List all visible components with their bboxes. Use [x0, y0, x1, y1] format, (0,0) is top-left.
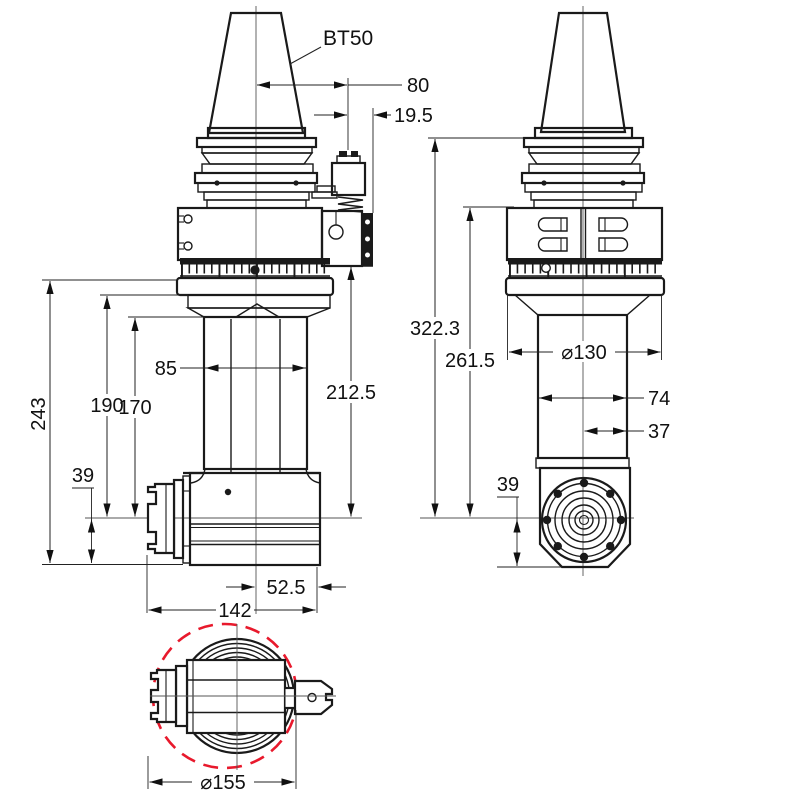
- dim-label-142: 142: [218, 600, 251, 622]
- stop-block-bottom: [285, 679, 334, 716]
- dimensions: BT50 80 19.5 212.5 322.3 261.5 ⌀130 85 1…: [28, 27, 670, 794]
- dim-label-243: 243: [28, 397, 50, 430]
- dim-label-261-5: 261.5: [445, 350, 495, 372]
- dim-label-170: 170: [118, 397, 151, 419]
- dim-label-322-3: 322.3: [410, 318, 460, 340]
- taper-cone-front: [207, 11, 305, 135]
- stop-block-assembly: [311, 151, 373, 268]
- index-hole: [541, 263, 552, 274]
- index-dot: [250, 265, 260, 275]
- dim-label-39-front: 39: [72, 465, 94, 487]
- dim-label-85: 85: [155, 358, 177, 380]
- spring: [337, 196, 364, 213]
- front-view: [146, 11, 373, 567]
- graduated-ring-side: [508, 258, 662, 278]
- dim-label-dia130: ⌀130: [561, 342, 606, 364]
- bottom-plan-view: [149, 622, 336, 770]
- head-front: [182, 468, 322, 567]
- dim-label-212-5: 212.5: [326, 382, 376, 404]
- dim-label-39-side: 39: [497, 474, 519, 496]
- graduated-ring-front: [180, 258, 330, 278]
- housing-hole: [183, 214, 193, 224]
- head-side: [538, 466, 632, 569]
- neck-cylinder-side: [536, 313, 629, 460]
- taper-label: BT50: [323, 27, 373, 50]
- neck-cylinder-front: [202, 315, 309, 471]
- head-body-bottom: [185, 658, 287, 735]
- bolt-circle: [542, 478, 626, 562]
- housing-front: [176, 206, 324, 262]
- taper-cone-side: [539, 11, 627, 134]
- dim-label-74: 74: [648, 388, 670, 410]
- dim-label-52-5: 52.5: [267, 577, 306, 599]
- housing-hole: [183, 241, 193, 251]
- plunger-hole: [328, 224, 344, 240]
- spindle-collar-front: [172, 478, 185, 560]
- dim-label-19-5: 19.5: [394, 105, 433, 127]
- side-view: [504, 11, 666, 569]
- dim-label-80: 80: [407, 75, 429, 97]
- stop-block-upper: [330, 161, 367, 197]
- stop-block-lower: [320, 209, 364, 268]
- dim-label-37: 37: [648, 421, 670, 443]
- dim-label-dia155: ⌀155: [200, 772, 245, 794]
- key-slots: [537, 217, 629, 252]
- dim-label-190: 190: [90, 395, 123, 417]
- collet-nut-front: [146, 482, 176, 555]
- housing-side: [505, 206, 664, 262]
